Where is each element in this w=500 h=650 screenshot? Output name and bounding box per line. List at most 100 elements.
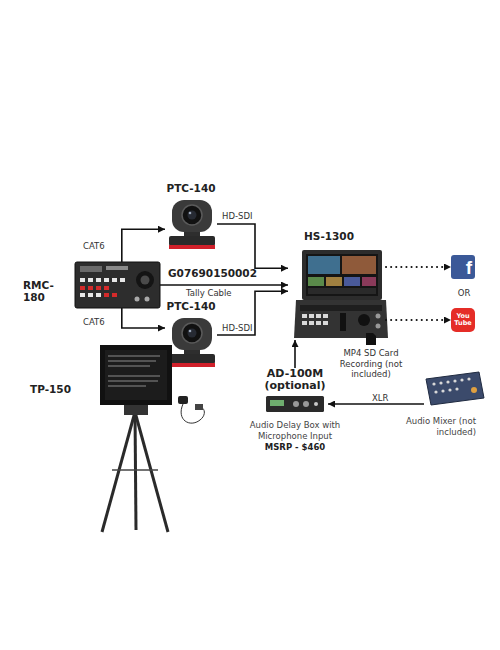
joystick-ring bbox=[136, 271, 154, 289]
knob bbox=[448, 388, 451, 391]
button bbox=[96, 286, 101, 290]
cable-connector bbox=[217, 224, 288, 268]
connector-label: HD-SDI bbox=[222, 323, 252, 333]
node-title: RMC-180 bbox=[23, 279, 73, 303]
controller-body bbox=[75, 262, 160, 308]
knob bbox=[376, 324, 381, 329]
recording-note: MP4 SD Card Recording (not included) bbox=[334, 348, 408, 380]
t-bar bbox=[340, 313, 346, 331]
cable-connector bbox=[122, 308, 165, 328]
camera-lens bbox=[182, 323, 202, 343]
stream-connector bbox=[386, 266, 451, 268]
button bbox=[96, 278, 101, 282]
button bbox=[88, 286, 93, 290]
mixer-node: Audio Mixer (not included) bbox=[424, 373, 482, 403]
button bbox=[96, 293, 101, 297]
delay-box-node: AD-100M (optional)Audio Delay Box with M… bbox=[262, 368, 328, 413]
button bbox=[316, 314, 321, 318]
stream-connector bbox=[386, 319, 451, 321]
knob bbox=[446, 380, 449, 383]
knob bbox=[432, 382, 435, 385]
teleprompter bbox=[100, 345, 204, 532]
audio-mixer bbox=[426, 372, 484, 405]
ptz-camera bbox=[169, 318, 215, 367]
tripod-brace bbox=[112, 469, 158, 471]
delay-display bbox=[270, 400, 284, 406]
lens-glass bbox=[188, 211, 197, 220]
button bbox=[302, 321, 307, 325]
switcher-joystick bbox=[358, 314, 370, 326]
node-title: PTC-140 bbox=[141, 300, 241, 312]
connector-label: CAT6 bbox=[83, 317, 105, 327]
node-title: HS-1300 bbox=[294, 230, 364, 242]
camera-base bbox=[169, 236, 215, 246]
button bbox=[80, 293, 85, 297]
controller-buttons bbox=[80, 278, 125, 297]
tripod-leg bbox=[102, 412, 135, 532]
connector-label: HD-SDI bbox=[222, 211, 252, 221]
screen-tile bbox=[308, 277, 324, 286]
controller-node: RMC-180 bbox=[75, 262, 160, 308]
youtube-icon: You Tube bbox=[451, 308, 475, 332]
screen-tile bbox=[308, 256, 340, 274]
remote-plug bbox=[195, 404, 203, 410]
remote-cable bbox=[181, 404, 204, 423]
controller-strip bbox=[106, 266, 128, 270]
script-line bbox=[108, 381, 158, 382]
cable-connector bbox=[328, 403, 424, 405]
switcher-base bbox=[294, 300, 388, 338]
knob bbox=[453, 379, 456, 382]
node-title: You Tube bbox=[451, 313, 475, 327]
connector-label: XLR bbox=[372, 393, 388, 403]
cable-connector bbox=[122, 229, 165, 262]
button bbox=[112, 278, 117, 282]
audio-delay-box bbox=[266, 396, 324, 412]
cable-connector bbox=[160, 284, 288, 286]
button bbox=[88, 293, 93, 297]
knob bbox=[439, 381, 442, 384]
switcher-buttons bbox=[302, 314, 328, 325]
facebook-icon: f bbox=[451, 255, 475, 279]
teleprompter-node: TP-150 bbox=[98, 343, 174, 407]
tripod-leg bbox=[135, 412, 168, 532]
mixer-knobs bbox=[432, 377, 470, 393]
streaming-switcher bbox=[294, 250, 388, 338]
script-line bbox=[108, 366, 150, 367]
node-title: TP-150 bbox=[30, 383, 80, 395]
screen-bar bbox=[308, 288, 376, 294]
camera-base bbox=[169, 354, 215, 364]
button bbox=[316, 321, 321, 325]
screen-tile bbox=[362, 277, 376, 286]
knob bbox=[455, 387, 458, 390]
script-line bbox=[108, 356, 160, 357]
node-title: f bbox=[451, 257, 475, 279]
camera-head bbox=[172, 318, 212, 350]
knob bbox=[376, 314, 381, 319]
screen-tile bbox=[344, 277, 360, 286]
switcher-lid bbox=[302, 250, 382, 300]
lens-glint bbox=[189, 212, 192, 215]
node-caption: MSRP - $460 bbox=[230, 442, 360, 453]
script-line bbox=[108, 361, 156, 362]
button bbox=[80, 278, 85, 282]
script-line bbox=[108, 386, 146, 387]
button bbox=[323, 321, 328, 325]
camera-node: PTC-140 bbox=[165, 198, 217, 250]
button bbox=[104, 278, 109, 282]
camera-stripe bbox=[169, 245, 215, 249]
knob bbox=[293, 401, 299, 407]
button bbox=[120, 278, 125, 282]
ptz-camera bbox=[169, 200, 215, 249]
alternative-note: OR bbox=[452, 288, 476, 298]
knob bbox=[145, 297, 150, 302]
screen-tile bbox=[326, 277, 342, 286]
teleprompter-glass bbox=[105, 350, 167, 400]
button bbox=[88, 278, 93, 282]
button bbox=[309, 314, 314, 318]
joystick bbox=[141, 276, 150, 285]
knob bbox=[467, 377, 470, 380]
switcher-screen bbox=[306, 254, 378, 296]
delay-box-body bbox=[266, 396, 324, 412]
controller-buttons bbox=[80, 286, 117, 297]
button bbox=[80, 286, 85, 290]
